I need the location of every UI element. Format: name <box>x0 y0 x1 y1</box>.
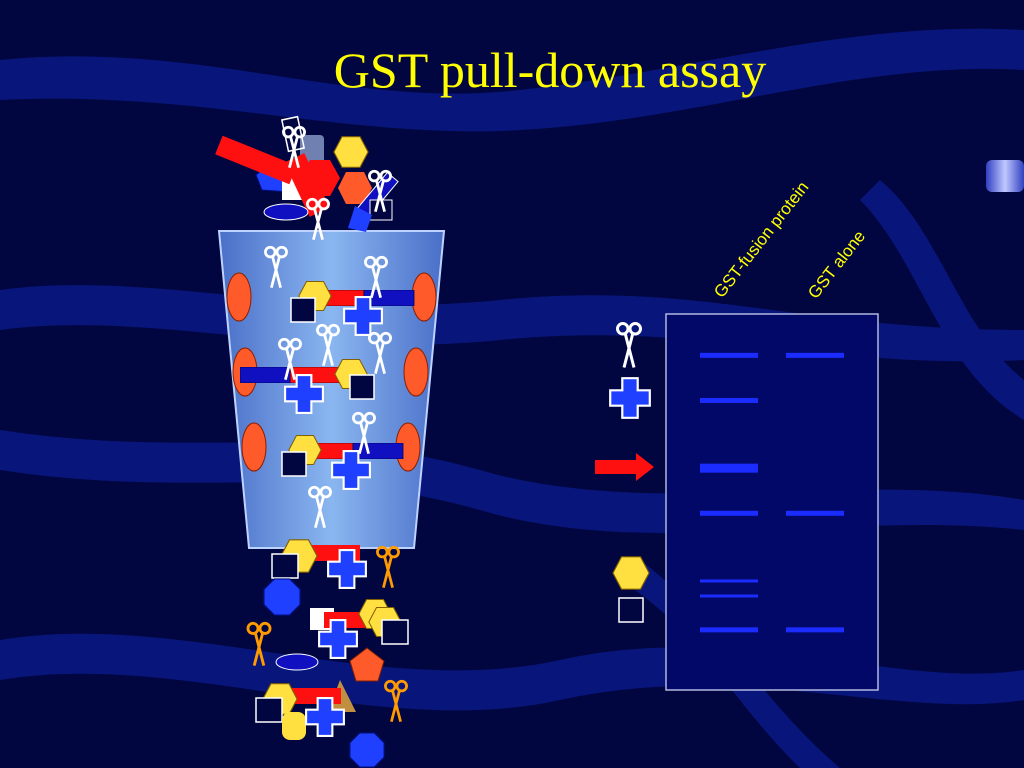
gel-band <box>700 510 758 516</box>
flow-through-pile <box>255 539 409 768</box>
red-arrow-icon <box>595 453 654 481</box>
gel-band <box>700 627 758 633</box>
gel-bands <box>700 352 844 633</box>
gel-band <box>700 579 758 583</box>
orange-oval-bead-icon <box>226 272 437 472</box>
corner-tab <box>986 160 1024 192</box>
gel-band <box>700 397 758 403</box>
gel-band <box>786 352 844 358</box>
dark-square-icon <box>281 297 375 477</box>
gel-box <box>665 313 879 691</box>
yellow-hexagon-icon <box>612 556 650 590</box>
gel-band <box>700 594 758 598</box>
gel-legend <box>595 321 654 623</box>
gel-band <box>700 352 758 358</box>
gel-band <box>700 463 758 473</box>
white-square-icon <box>618 597 644 623</box>
slide-title: GST pull-down assay <box>333 42 767 98</box>
blue-cross-icon <box>609 377 651 419</box>
gel-band <box>786 510 844 516</box>
gel-band <box>786 627 844 633</box>
pulldown-column <box>217 230 446 549</box>
protein-pile-top <box>215 115 399 232</box>
